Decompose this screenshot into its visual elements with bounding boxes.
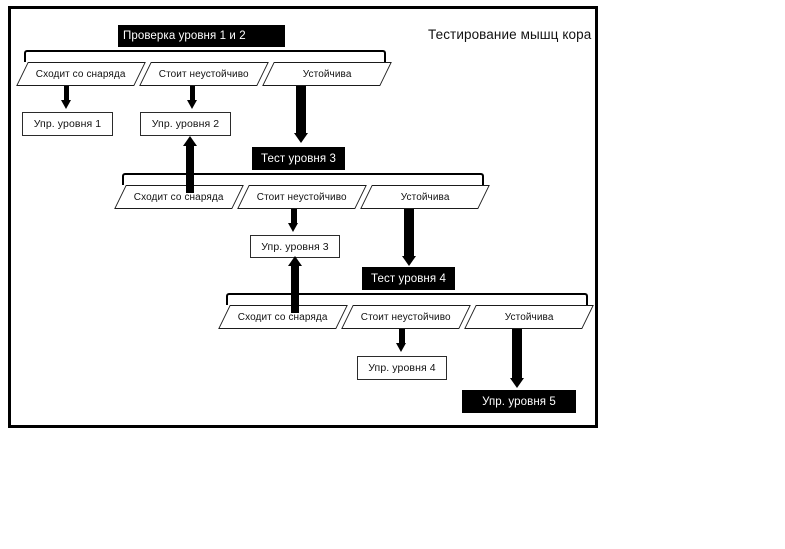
result-box-level-1[interactable]: Упр. уровня 1 [22, 112, 113, 136]
arrow-stage3-opt1-shaft [399, 329, 405, 345]
stage-1-option-0-label: Сходит со снаряда [36, 68, 126, 80]
stage-2-option-1-label: Стоит неустойчиво [257, 191, 347, 203]
stage-2-option-0-label: Сходит со снаряда [134, 191, 224, 203]
stage-2-option-2[interactable]: Устойчива [360, 185, 490, 209]
result-box-level-2[interactable]: Упр. уровня 2 [140, 112, 231, 136]
arrow-stage3-stable-shaft [512, 329, 522, 379]
arrow-stage2-stable-head [402, 256, 416, 266]
stage-2-option-0[interactable]: Сходит со снаряда [114, 185, 244, 209]
stage-1-bracket [24, 50, 386, 62]
stage-3-option-0[interactable]: Сходит со снаряда [218, 305, 348, 329]
arrow-stage3-opt1-head [396, 343, 406, 352]
result-box-level-3[interactable]: Упр. уровня 3 [250, 235, 340, 258]
stage-1-option-1-label: Стоит неустойчиво [159, 68, 249, 80]
arrow-stage2-opt1-shaft [291, 209, 297, 225]
arrow-stage1-opt0-head [61, 100, 71, 109]
stage-1-header: Проверка уровня 1 и 2 [118, 25, 285, 47]
stage-3-option-1[interactable]: Стоит неустойчиво [341, 305, 471, 329]
stage-2-bracket [122, 173, 484, 185]
stage-3-option-2[interactable]: Устойчива [464, 305, 594, 329]
stage-3-bracket [226, 293, 588, 305]
arrow-stage2-stable-shaft [404, 209, 414, 257]
arrow-stage2-feedback-head [183, 136, 197, 146]
arrow-stage2-opt1-head [288, 223, 298, 232]
arrow-stage1-stable-head [294, 133, 308, 143]
stage-2-option-2-label: Устойчива [400, 191, 450, 203]
stage-1-option-0[interactable]: Сходит со снаряда [16, 62, 146, 86]
result-box-level-5[interactable]: Упр. уровня 5 [462, 390, 576, 413]
arrow-stage3-feedback-shaft [291, 265, 299, 313]
result-box-level-4[interactable]: Упр. уровня 4 [357, 356, 447, 380]
arrow-stage2-feedback-shaft [186, 145, 194, 193]
stage-1-option-1[interactable]: Стоит неустойчиво [139, 62, 269, 86]
stage-3-option-1-label: Стоит неустойчиво [361, 311, 451, 323]
stage-3-option-2-label: Устойчива [504, 311, 554, 323]
arrow-stage1-opt1-shaft [190, 86, 195, 102]
stage-3-header: Тест уровня 4 [362, 267, 455, 290]
arrow-stage1-stable-shaft [296, 86, 306, 134]
page-title: Тестирование мышц кора [428, 27, 592, 42]
stage-2-option-1[interactable]: Стоит неустойчиво [237, 185, 367, 209]
stage-1-option-2-label: Устойчива [302, 68, 352, 80]
arrow-stage3-stable-head [510, 378, 524, 388]
arrow-stage1-opt0-shaft [64, 86, 69, 102]
stage-1-option-2[interactable]: Устойчива [262, 62, 392, 86]
arrow-stage3-feedback-head [288, 256, 302, 266]
stage-2-header: Тест уровня 3 [252, 147, 345, 170]
stage-3-option-0-label: Сходит со снаряда [238, 311, 328, 323]
arrow-stage1-opt1-head [187, 100, 197, 109]
